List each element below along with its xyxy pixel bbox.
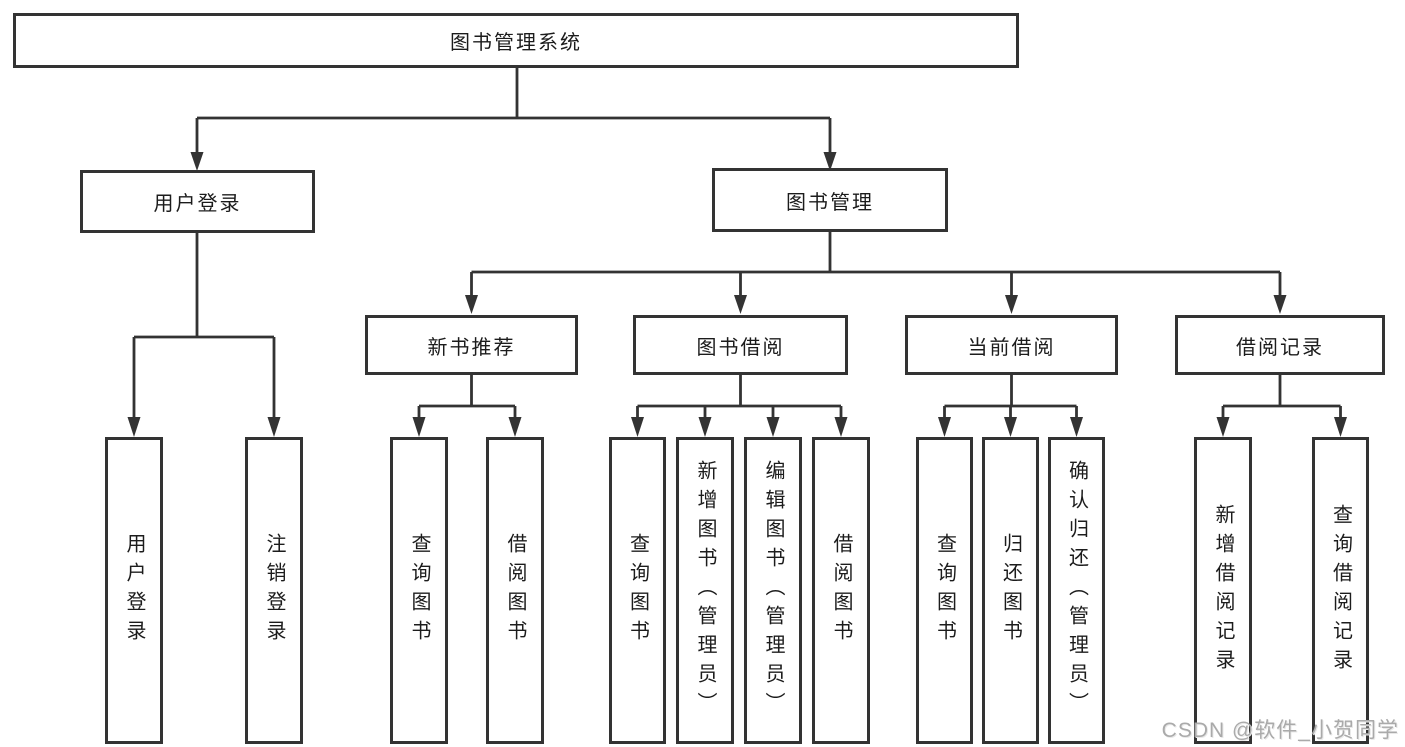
node-label: 图书管理 xyxy=(786,191,874,214)
node-logout: 注销登录 xyxy=(245,437,303,744)
connector-login-to-leaves xyxy=(127,233,281,437)
node-current-query-book: 查询图书 xyxy=(916,437,973,744)
csdn-watermark: CSDN @软件_小贺同学 xyxy=(1161,719,1399,742)
node-label: 借阅记录 xyxy=(1236,336,1324,359)
node-records-query-record: 查询借阅记录 xyxy=(1312,437,1369,744)
node-label: 编辑图书（管理员） xyxy=(762,460,784,721)
connector-mgmt-to-level3 xyxy=(465,232,1287,314)
connector-root-to-level2 xyxy=(190,68,837,171)
node-book-management: 图书管理 xyxy=(712,168,948,232)
node-library-management-system: 图书管理系统 xyxy=(13,13,1019,68)
node-borrowing-add-book-admin: 新增图书（管理员） xyxy=(676,437,734,744)
node-label: 借阅图书 xyxy=(830,532,852,649)
node-label: 查询图书 xyxy=(933,532,956,649)
node-borrowing-query-book: 查询图书 xyxy=(609,437,666,744)
node-label: 用户登录 xyxy=(123,532,145,649)
node-recommend-borrow-book: 借阅图书 xyxy=(486,437,544,744)
connector-recommend-to-leaves xyxy=(412,375,522,437)
node-records-add-record: 新增借阅记录 xyxy=(1194,437,1252,744)
node-label: 新增图书（管理员） xyxy=(694,460,716,721)
node-current-borrowing: 当前借阅 xyxy=(905,315,1118,375)
node-label: 查询借阅记录 xyxy=(1329,503,1352,678)
node-current-confirm-return-admin: 确认归还（管理员） xyxy=(1048,437,1105,744)
node-label: 新书推荐 xyxy=(427,336,516,359)
node-label: 新增借阅记录 xyxy=(1212,503,1234,678)
connector-borrowing-to-leaves xyxy=(631,375,848,437)
connector-records-to-leaves xyxy=(1216,375,1347,437)
node-label: 注销登录 xyxy=(263,532,285,649)
connector-current-to-leaves xyxy=(938,375,1083,437)
node-borrowing-borrow-book: 借阅图书 xyxy=(812,437,870,744)
node-current-return-book: 归还图书 xyxy=(982,437,1039,744)
node-borrowing-edit-book-admin: 编辑图书（管理员） xyxy=(744,437,802,744)
node-label: 归还图书 xyxy=(999,532,1022,649)
node-label: 查询图书 xyxy=(626,532,649,649)
node-label: 图书借阅 xyxy=(696,336,785,359)
node-new-book-recommend: 新书推荐 xyxy=(365,315,578,375)
node-book-borrowing: 图书借阅 xyxy=(633,315,848,375)
node-label: 用户登录 xyxy=(153,193,242,215)
node-user-login: 用户登录 xyxy=(105,437,163,744)
node-borrowing-records: 借阅记录 xyxy=(1175,315,1385,375)
node-label: 确认归还（管理员） xyxy=(1065,460,1088,721)
node-recommend-query-book: 查询图书 xyxy=(390,437,448,744)
node-label: 借阅图书 xyxy=(504,532,526,649)
node-label: 图书管理系统 xyxy=(450,32,582,54)
node-label: 当前借阅 xyxy=(967,336,1056,359)
node-user-login-branch: 用户登录 xyxy=(80,170,315,233)
node-label: 查询图书 xyxy=(408,532,430,649)
